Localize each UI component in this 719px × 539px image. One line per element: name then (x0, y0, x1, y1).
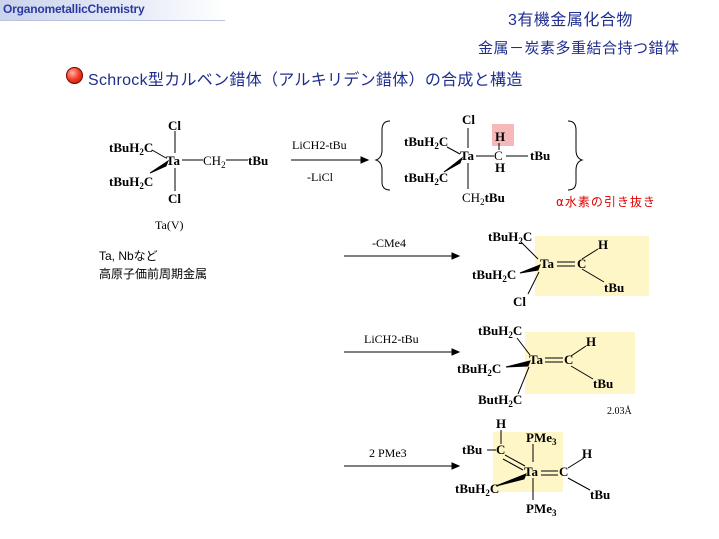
alkylidene-complex-1 (519, 241, 605, 295)
ligand-label: tBuH2C (488, 229, 532, 246)
ligand-label: C (564, 352, 573, 367)
alkylidene-complex-2 (505, 337, 594, 395)
metal-label: Ta (540, 256, 554, 271)
ligand-label: Cl (168, 118, 181, 133)
brand-label: OrganometallicChemistry (3, 2, 145, 16)
ligand-label: CH2 (203, 153, 226, 170)
reagent-2: -CMe4 (372, 236, 406, 250)
oxidation-state-label: Ta(V) (155, 218, 183, 232)
ligand-label: ButH2C (478, 392, 522, 409)
ligand-label: PMe3 (526, 430, 557, 447)
metal-label: Ta (166, 153, 180, 168)
ligand-label: H (582, 446, 592, 461)
reagent-1-bottom: -LiCl (307, 170, 334, 184)
ligand-label: tBuH2C (472, 267, 516, 284)
metal-label: Ta (460, 148, 474, 163)
ligand-label: tBu (248, 153, 268, 168)
ligand-label: tBuH2C (109, 140, 153, 157)
reagent-3: LiCH2-tBu (364, 332, 419, 346)
ligand-label: H (495, 160, 505, 175)
ligand-label: C (559, 464, 568, 479)
alpha-h-label: H (495, 129, 505, 144)
note-line-1: Ta, Nbなど (99, 249, 158, 263)
ligand-label: tBu (590, 487, 610, 502)
ligand-label: Cl (168, 191, 181, 206)
section-heading: Schrock型カルベン錯体（アルキリデン錯体）の合成と構造 (88, 72, 523, 89)
ligand-label: tBuH2C (478, 323, 522, 340)
ligand-label: tBu (593, 376, 613, 391)
ligand-label: tBu (530, 148, 550, 163)
intermediate-complex (443, 128, 528, 189)
bond-length-label: 2.03Å (607, 405, 633, 417)
ligand-label: C (496, 442, 505, 457)
ligand-label: tBuH2C (404, 134, 448, 151)
page-subtitle: 金属－炭素多重結合持つ錯体 (478, 40, 680, 57)
ligand-label: tBuH2C (455, 481, 499, 498)
ligand-label: tBuH2C (457, 361, 501, 378)
metal-label: Ta (524, 464, 538, 479)
ligand-label: tBuH2C (109, 174, 153, 191)
alpha-hydrogen-highlight (492, 124, 514, 146)
ligand-label: tBu (462, 442, 482, 457)
ligand-label: Cl (513, 294, 526, 309)
header-bar (0, 0, 225, 21)
carbene-highlight-1 (535, 236, 649, 296)
ligand-label: C (494, 148, 503, 163)
ligand-label: tBu (604, 280, 624, 295)
carbene-highlight-2 (525, 332, 635, 394)
ligand-label: tBuH2C (404, 170, 448, 187)
header-divider (0, 20, 225, 21)
ligand-label: C (577, 256, 586, 271)
phosphine-alkylidene-complex (487, 430, 591, 500)
alpha-h-abstraction-label: α水素の引き抜き (556, 195, 656, 209)
note-line-2: 高原子価前周期金属 (99, 267, 208, 281)
ligand-label: Cl (462, 112, 475, 127)
ligand-label: CH2tBu (462, 190, 505, 207)
ligand-label: H (496, 416, 506, 431)
ligand-label: H (598, 237, 608, 252)
reagent-1-top: LiCH2-tBu (292, 138, 347, 152)
starting-complex (149, 131, 248, 191)
reagent-4: 2 PMe3 (369, 446, 407, 460)
page-title: 3有機金属化合物 (508, 12, 633, 29)
metal-label: Ta (529, 352, 543, 367)
ligand-label: PMe3 (526, 501, 557, 518)
bullet-icon (66, 67, 83, 84)
ligand-label: H (586, 334, 596, 349)
